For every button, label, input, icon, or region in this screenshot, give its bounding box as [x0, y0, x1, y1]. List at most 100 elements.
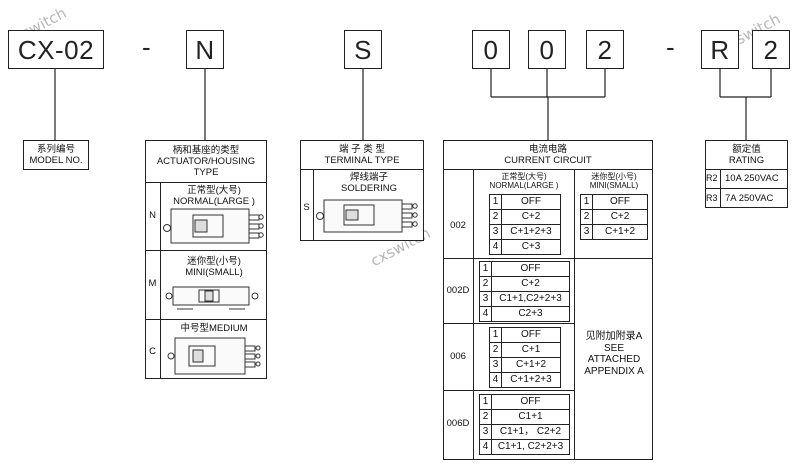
circuit-value: C1+1	[518, 411, 543, 422]
table-row: 4 C2+3	[480, 307, 569, 322]
circuit-value: C1+1, C2+2+3	[497, 441, 564, 452]
actuator-medium-label: 中号型MEDIUM	[180, 323, 248, 334]
appendix-note-line: 见附加附录A	[585, 331, 643, 342]
circuit-value: C+3	[521, 241, 541, 252]
model-no-label: 系列编号 MODEL NO.	[23, 140, 89, 170]
circuit-divider	[473, 169, 474, 460]
row-number: 1	[581, 195, 593, 209]
switch-soldering-drawing	[316, 199, 418, 233]
circuit-code-002: 002	[450, 220, 466, 231]
row-number: 4	[480, 307, 492, 322]
circuit-002d-table: 1 OFF 2 C+2 3 C1+1,C2+2+3 4 C2+3	[479, 261, 570, 322]
table-row: 3 C1+1， C2+2	[480, 425, 569, 440]
circuit-divider	[575, 258, 653, 259]
row-number: 2	[490, 343, 502, 357]
model-no-label-cn: 系列编号	[36, 144, 75, 155]
circuit-value: C+1+2+3	[510, 226, 552, 237]
row-number: 4	[490, 373, 502, 388]
terminal-header: 端 子 类 型 TERMINAL TYPE	[300, 140, 424, 170]
actuator-divider	[145, 250, 267, 251]
circuit-value: C1+1， C2+2	[499, 426, 562, 437]
table-row: 1 OFF	[480, 262, 569, 277]
actuator-normal-en: NORMAL(LARGE )	[173, 196, 255, 207]
row-number: 3	[480, 425, 492, 439]
row-number: 1	[490, 195, 502, 209]
table-row: 3 C1+1,C2+2+3	[480, 292, 569, 307]
table-row: 2 C+2	[480, 277, 569, 292]
actuator-divider	[145, 319, 267, 320]
code-box-actuator: N	[186, 30, 224, 69]
code-box-circuit-3: 2	[586, 30, 624, 69]
actuator-code-n: N	[149, 210, 156, 221]
row-number: 3	[480, 292, 492, 306]
circuit-value: OFF	[521, 196, 541, 207]
appendix-note-line: APPENDIX A	[584, 365, 644, 377]
circuit-divider	[443, 258, 575, 259]
row-number: 1	[480, 262, 492, 276]
row-number: 1	[490, 328, 502, 342]
code-separator: -	[666, 32, 675, 62]
actuator-header-en: ACTUATOR/HOUSING	[156, 156, 256, 167]
terminal-soldering-cn: 焊线端子	[349, 172, 388, 183]
actuator-normal-cn: 正常型(大号)	[187, 185, 241, 196]
rating-value-r2: 10A 250VAC	[725, 173, 779, 184]
row-number: 4	[480, 440, 492, 455]
row-number: 3	[490, 225, 502, 239]
appendix-note-line: ATTACHED	[587, 354, 641, 365]
row-number: 3	[581, 225, 593, 240]
row-number: 1	[480, 395, 492, 409]
rating-value-r3: 7A 250VAC	[725, 193, 774, 204]
circuit-value: C1+1,C2+2+3	[499, 293, 562, 304]
switch-mini-drawing	[165, 286, 259, 310]
rating-divider	[705, 188, 788, 189]
circuit-value: C+2	[521, 278, 540, 289]
table-row: 1 OFF	[581, 195, 647, 210]
circuit-value: C+2	[521, 211, 541, 222]
table-row: 4 C1+1, C2+2+3	[480, 440, 569, 455]
circuit-normal-cn: 正常型(大号)	[501, 172, 547, 181]
circuit-divider	[443, 390, 575, 391]
circuit-mini-en: MINI(SMALL)	[589, 181, 639, 190]
circuit-mini-cn: 迷你型(小号)	[591, 172, 637, 181]
table-row: 1 OFF	[490, 195, 560, 210]
actuator-mini-en: MINI(SMALL)	[185, 267, 243, 278]
circuit-code-002d: 002D	[446, 285, 470, 296]
actuator-header: 柄和基座的类型 ACTUATOR/HOUSING TYPE	[145, 140, 267, 183]
rating-code-r3: R3	[706, 193, 718, 203]
circuit-value: OFF	[520, 263, 541, 274]
appendix-note: 见附加附录A SEE ATTACHED APPENDIX A	[575, 331, 653, 377]
row-number: 4	[490, 240, 502, 255]
terminal-divider	[313, 169, 314, 241]
appendix-note-line: SEE	[603, 342, 624, 354]
circuit-value: C+2	[610, 211, 630, 222]
code-box-terminal: S	[344, 30, 382, 69]
code-box-rating-digit: 2	[752, 30, 790, 69]
terminal-header-cn: 端 子 类 型	[339, 144, 385, 155]
code-separator: -	[142, 32, 151, 62]
table-row: 4 C+1+2+3	[490, 373, 560, 388]
terminal-code-s: S	[303, 202, 310, 213]
circuit-value: C+1+2+3	[510, 374, 552, 385]
rating-code-r2: R2	[706, 173, 718, 183]
circuit-value: OFF	[610, 196, 630, 207]
circuit-value: C2+3	[518, 308, 543, 319]
row-number: 2	[480, 277, 492, 291]
code-box-model: CX-02	[8, 30, 104, 69]
circuit-divider	[443, 323, 575, 324]
circuit-header-cn: 电流电路	[528, 144, 567, 155]
code-box-circuit-1: 0	[472, 30, 510, 69]
rating-header-cn: 额定值	[732, 144, 761, 155]
model-no-label-en: MODEL NO.	[29, 155, 83, 166]
actuator-code-m: M	[148, 278, 157, 289]
